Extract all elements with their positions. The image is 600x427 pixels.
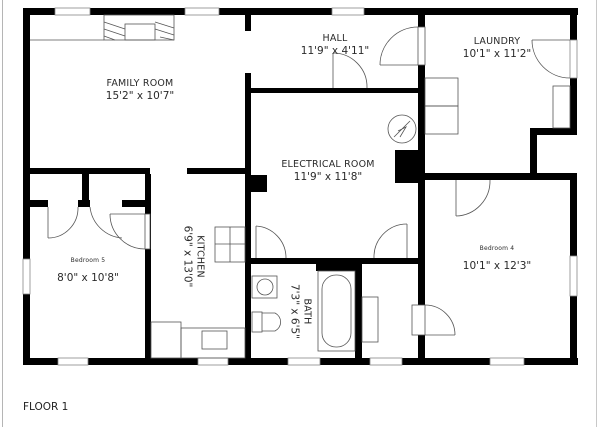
room-laundry: LAUNDRY 10'1" x 11'2" [462,36,532,60]
door-laundry-exterior[interactable] [531,39,571,79]
door-bedroom4-closet[interactable] [411,304,456,336]
openings [150,31,251,174]
room-family-room: FAMILY ROOM 15'2" x 10'7" [105,78,175,102]
room-kitchen: KITCHEN 6'9" x 13'0" [181,225,206,288]
kitchen-sink-icon [201,330,228,350]
room-bedroom-4: Bedroom 4 10'1" x 12'3" [462,245,532,272]
stove-icon [214,226,246,263]
frame-border-right [596,0,597,427]
floor-label: FLOOR 1 [23,401,69,413]
door-bedroom4-top[interactable] [455,179,491,217]
electrical-symbol-icon [387,114,417,144]
frame-border-left [2,0,3,427]
door-hall-to-laundry[interactable] [379,26,426,66]
room-bath: BATH 7'3" x 6'5" [288,283,313,340]
closet-shelf-icon [361,296,379,343]
fireplace-icon [30,14,175,41]
room-electrical: ELECTRICAL ROOM 11'9" x 11'8" [281,159,375,183]
bath-sink-icon [251,275,278,299]
toilet-icon [251,311,281,333]
kitchen-counter-long [180,327,246,359]
closet-door-1[interactable] [47,206,79,239]
door-electrical-to-bath[interactable] [255,225,287,259]
door-electrical-to-closet[interactable] [373,223,408,259]
bathtub-icon [317,270,356,352]
door-hall-to-electrical[interactable] [332,52,368,89]
walls [23,8,578,365]
laundry-counter-icon [552,85,571,129]
kitchen-counter-icon [150,321,182,359]
closet-door-2[interactable] [89,206,123,239]
room-hall: HALL 11'9" x 4'11" [300,33,370,57]
washer-icon [424,77,459,107]
room-bedroom-5: Bedroom 5 8'0" x 10'8" [57,257,119,284]
dryer-icon [424,105,459,135]
door-bedroom5[interactable] [109,213,151,250]
